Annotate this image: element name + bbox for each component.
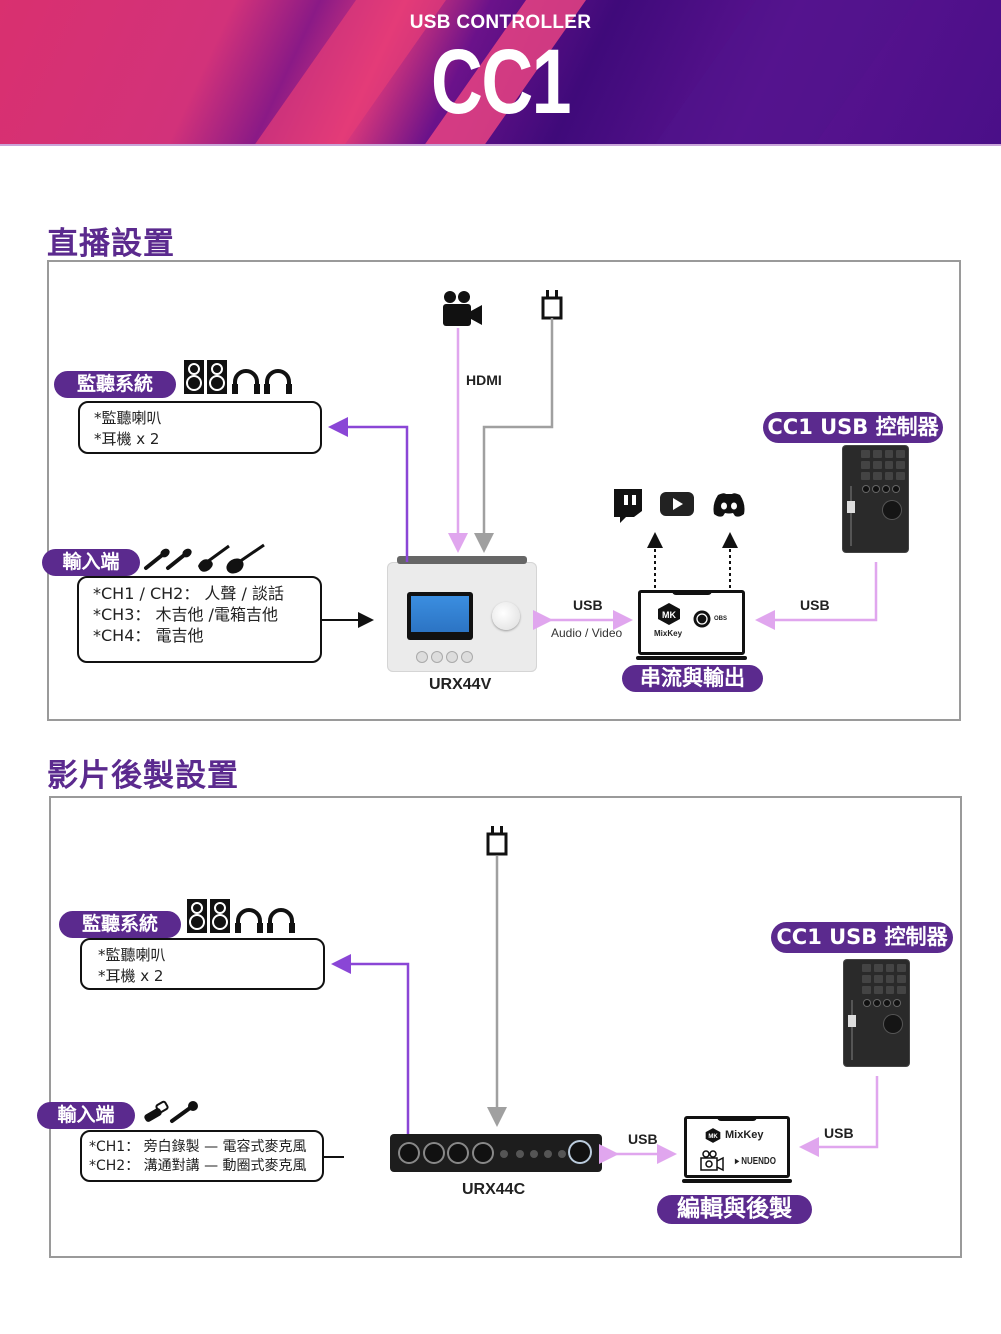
input-line: *CH1： 旁白錄製 — 電容式麥克風 xyxy=(89,1139,307,1155)
input-info-box: *CH1 / CH2： 人聲 / 談話 *CH3： 木吉他 /電箱吉他 *CH4… xyxy=(77,576,322,663)
cc1-controller-badge: CC1 USB 控制器 xyxy=(771,922,953,953)
usb-label: USB xyxy=(824,1125,854,1141)
video-camera-icon xyxy=(441,290,483,332)
condenser-microphone-icon xyxy=(144,1100,169,1122)
section-title-live: 直播設置 xyxy=(47,226,175,262)
urx44v-label: URX44V xyxy=(429,676,492,693)
svg-text:MK: MK xyxy=(662,610,676,620)
svg-text:MK: MK xyxy=(708,1134,718,1140)
electric-guitar-icon xyxy=(198,544,230,572)
headphones-icon xyxy=(232,369,260,394)
power-plug-icon xyxy=(541,290,563,324)
monitor-info-box: *監聽喇叭 *耳機 x 2 xyxy=(80,938,325,990)
mixkey-logo-icon: MK xyxy=(705,1128,721,1147)
input-badge: 輸入端 xyxy=(42,549,140,576)
audio-video-label: Audio / Video xyxy=(551,626,623,640)
input-line: *CH3： 木吉他 /電箱吉他 xyxy=(93,605,278,624)
monitor-icons xyxy=(187,899,297,939)
urx44v-device xyxy=(387,556,537,672)
laptop-base xyxy=(636,656,747,660)
device-gain-knob xyxy=(432,652,442,662)
device-combo-jack xyxy=(425,1144,443,1162)
instrument-icons xyxy=(143,542,268,580)
device-main-knob xyxy=(492,602,520,630)
youtube-icon xyxy=(660,492,694,520)
input-info-box: *CH1： 旁白錄製 — 電容式麥克風 *CH2： 溝通對講 — 動圈式麥克風 xyxy=(80,1130,324,1182)
monitor-badge: 監聽系統 xyxy=(59,911,181,938)
obs-app-label: OBS xyxy=(714,616,728,622)
monitor-icons xyxy=(184,360,294,400)
monitor-badge: 監聽系統 xyxy=(54,371,176,398)
device-combo-jack xyxy=(449,1144,467,1162)
streaming-output-badge: 串流與輸出 xyxy=(622,665,763,692)
input-badge: 輸入端 xyxy=(37,1102,135,1129)
input-line: *CH1 / CH2： 人聲 / 談話 xyxy=(93,584,284,603)
speaker-icon xyxy=(210,899,230,933)
banner-subtitle: USB CONTROLLER xyxy=(409,12,592,33)
laptop-streaming: MK MixKey OBS xyxy=(638,590,745,655)
usb-label: USB xyxy=(628,1131,658,1147)
usb-label: USB xyxy=(800,597,830,613)
device-gain-knob xyxy=(417,652,427,662)
device-gain-knob xyxy=(462,652,472,662)
monitor-info-box: *監聽喇叭 *耳機 x 2 xyxy=(78,401,322,454)
device-combo-jack xyxy=(474,1144,492,1162)
input-line: *CH4： 電吉他 xyxy=(93,626,204,645)
microphone-icon xyxy=(144,548,170,570)
video-editor-icon xyxy=(699,1150,725,1176)
cc1-controller-device xyxy=(844,960,909,1066)
urx44c-device xyxy=(390,1134,602,1172)
device-gain-knob xyxy=(447,652,457,662)
mixkey-app-label: MixKey xyxy=(725,1129,764,1141)
monitor-line: *監聽喇叭 xyxy=(98,946,166,964)
power-plug-icon xyxy=(486,826,508,860)
speaker-icon xyxy=(207,360,227,394)
mixkey-logo-icon: MK xyxy=(657,603,681,629)
header-banner: USB CONTROLLER CC1 xyxy=(0,0,1001,144)
discord-icon xyxy=(712,492,746,522)
section-title-post: 影片後製設置 xyxy=(47,758,239,794)
divider xyxy=(0,144,1001,146)
banner-title: CC1 xyxy=(431,31,571,133)
headphones-icon xyxy=(235,908,263,933)
speaker-icon xyxy=(187,899,207,933)
nuendo-label: NUENDO xyxy=(741,1156,776,1167)
editing-post-badge: 編輯與後製 xyxy=(657,1195,812,1224)
microphone-icons xyxy=(142,1099,200,1129)
mixkey-app-label: MixKey xyxy=(654,629,683,638)
dynamic-microphone-icon xyxy=(170,1101,198,1123)
cc1-controller-device xyxy=(843,446,908,552)
laptop-base xyxy=(682,1179,792,1183)
monitor-line: *耳機 x 2 xyxy=(98,967,164,985)
twitch-icon xyxy=(612,487,644,529)
monitor-line: *耳機 x 2 xyxy=(94,430,160,448)
usb-label: USB xyxy=(573,597,603,613)
cc1-controller-badge: CC1 USB 控制器 xyxy=(763,412,943,443)
microphone-icon xyxy=(166,548,192,570)
device-top-connectors xyxy=(397,556,527,564)
device-main-knob xyxy=(570,1142,590,1162)
headphones-icon xyxy=(264,369,292,394)
laptop-editing: MK MixKey ▸ NUENDO xyxy=(684,1116,790,1178)
urx44c-label: URX44C xyxy=(462,1181,526,1198)
hdmi-label: HDMI xyxy=(466,372,502,388)
headphones-icon xyxy=(267,908,295,933)
monitor-line: *監聽喇叭 xyxy=(94,409,162,427)
obs-logo-icon xyxy=(693,610,711,632)
input-line: *CH2： 溝通對講 — 動圈式麥克風 xyxy=(89,1158,307,1174)
device-combo-jack xyxy=(400,1144,418,1162)
nuendo-app-label: ▸ NUENDO xyxy=(735,1156,776,1167)
device-touchscreen xyxy=(407,592,473,640)
speaker-icon xyxy=(184,360,204,394)
acoustic-guitar-icon xyxy=(226,543,265,574)
